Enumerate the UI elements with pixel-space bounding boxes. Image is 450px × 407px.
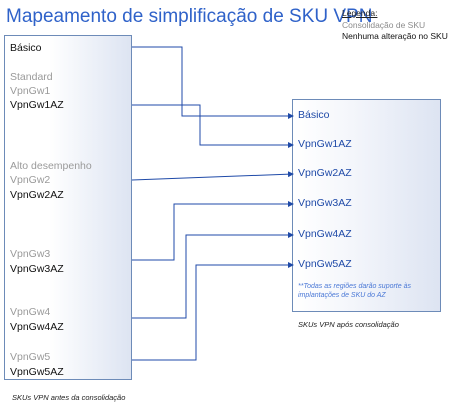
arrow-vpngw2az: [131, 171, 294, 181]
legend-consolidated-entry: Consolidação de SKU: [342, 19, 426, 30]
left-basic: Básico: [10, 42, 42, 54]
before-caption: SKUs VPN antes da consolidação: [12, 393, 126, 402]
right-vpngw2az: VpnGw2AZ: [298, 167, 352, 179]
left-standard-group: Standard: [10, 71, 53, 83]
arrow-vpngw3az: [132, 201, 294, 261]
left-vpngw3az: VpnGw3AZ: [10, 263, 64, 275]
az-support-note: **Todas as regiões darão suporte às impl…: [298, 283, 411, 299]
after-caption: SKUs VPN após consolidação: [298, 320, 399, 329]
arrow-basic: [132, 46, 294, 119]
left-vpngw4: VpnGw4: [10, 306, 51, 318]
right-vpngw3az: VpnGw3AZ: [298, 197, 352, 209]
left-vpngw3: VpnGw3: [10, 248, 51, 260]
left-high-performance-group: Alto desempenho: [10, 160, 92, 172]
legend-heading: Legenda:: [342, 8, 378, 18]
diagram-title: Mapeamento de simplificação de SKU VPN: [6, 6, 373, 27]
legend: Legenda: Consolidação de SKU Nenhuma alt…: [342, 8, 448, 43]
left-vpngw1az: VpnGw1AZ: [10, 99, 64, 111]
arrow-vpngw5az: [132, 262, 294, 361]
right-vpngw4az: VpnGw4AZ: [298, 228, 352, 240]
left-vpngw1: VpnGw1: [10, 85, 51, 97]
right-basic: Básico: [298, 109, 330, 121]
before-consolidation-box: [4, 35, 132, 380]
left-vpngw2: VpnGw2: [10, 174, 51, 186]
arrow-vpngw1az: [132, 104, 294, 148]
left-vpngw4az: VpnGw4AZ: [10, 321, 64, 333]
left-vpngw5: VpnGw5: [10, 351, 51, 363]
right-vpngw1az: VpnGw1AZ: [298, 138, 352, 150]
left-vpngw5az: VpnGw5AZ: [10, 366, 64, 378]
left-vpngw2az: VpnGw2AZ: [10, 189, 64, 201]
right-vpngw5az: VpnGw5AZ: [298, 258, 352, 270]
arrow-vpngw4az: [132, 232, 294, 319]
legend-unchanged-entry: Nenhuma alteração no SKU: [342, 31, 448, 41]
